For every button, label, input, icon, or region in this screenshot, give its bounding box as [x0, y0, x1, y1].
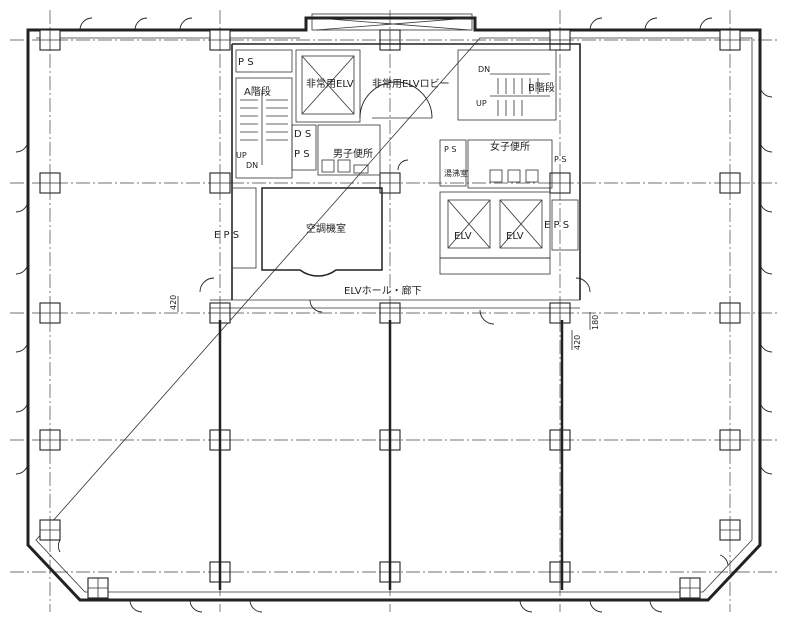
column-marker [379, 172, 401, 194]
dim-right-2: 420 [573, 335, 582, 350]
column-marker [549, 302, 571, 324]
label-womens-wc: 女子便所 [490, 140, 530, 153]
column-marker [39, 172, 61, 194]
label-ahu-room: 空調機室 [306, 222, 346, 235]
label-elv-1: ELV [454, 231, 472, 242]
stair-b [457, 49, 557, 121]
column-marker [719, 29, 741, 51]
column-marker [549, 429, 571, 451]
label-dn-a: DN [246, 161, 258, 170]
mens-wc-room [317, 124, 381, 176]
label-ps-right: P S [444, 145, 456, 154]
column-marker [719, 172, 741, 194]
column-marker [549, 29, 571, 51]
label-stair-a: A階段 [244, 85, 271, 98]
emergency-elv-shaft [295, 49, 361, 123]
column-marker [379, 29, 401, 51]
label-emergency-elv-lobby: 非常用ELVロビー [372, 77, 450, 90]
label-stair-b: B階段 [528, 81, 555, 94]
label-eps-right: E P S [544, 220, 569, 231]
column-marker [39, 519, 61, 541]
label-ps-small: P S [554, 155, 566, 164]
column-marker [87, 577, 109, 599]
dim-right-1: 180 [591, 315, 600, 330]
label-up-a: UP [236, 151, 247, 160]
column-marker [719, 519, 741, 541]
room-labels: P S A階段 非常用ELV 非常用ELVロビー B階段 D S P S 男子便… [214, 57, 569, 297]
column-marker [549, 561, 571, 583]
column-marker [209, 29, 231, 51]
column-marker [549, 172, 571, 194]
dimensions: 420 180 420 [169, 295, 600, 350]
label-mens-wc: 男子便所 [333, 147, 373, 160]
column-marker [39, 429, 61, 451]
label-up-b: UP [476, 99, 487, 108]
label-emergency-elv: 非常用ELV [306, 77, 354, 90]
label-ds: D S [294, 129, 311, 140]
core-walls [199, 43, 591, 325]
column-marker [719, 302, 741, 324]
label-dn-b: DN [478, 65, 490, 74]
column-marker [679, 577, 701, 599]
ds-ps-room [291, 124, 317, 171]
ps-hot-water [439, 139, 467, 187]
label-hall-corridor: ELVホール・廊下 [344, 284, 422, 297]
column-marker [719, 429, 741, 451]
label-ps-mid: P S [294, 149, 310, 160]
womens-wc-room [467, 139, 553, 189]
column-marker [209, 172, 231, 194]
dim-left: 420 [169, 295, 178, 310]
column-marker [39, 302, 61, 324]
eps-right-room [551, 199, 579, 251]
label-ps-top: P S [238, 57, 254, 68]
label-elv-2: ELV [506, 231, 524, 242]
column-marker [39, 29, 61, 51]
eps-left-room [231, 187, 257, 269]
label-eps-left: E P S [214, 230, 239, 241]
ps-top-room [235, 49, 293, 73]
label-hot-water: 湯沸室 [444, 168, 468, 178]
ahu-room-outline [261, 187, 383, 277]
perimeter-doors [15, 17, 773, 613]
partitions [210, 299, 580, 590]
